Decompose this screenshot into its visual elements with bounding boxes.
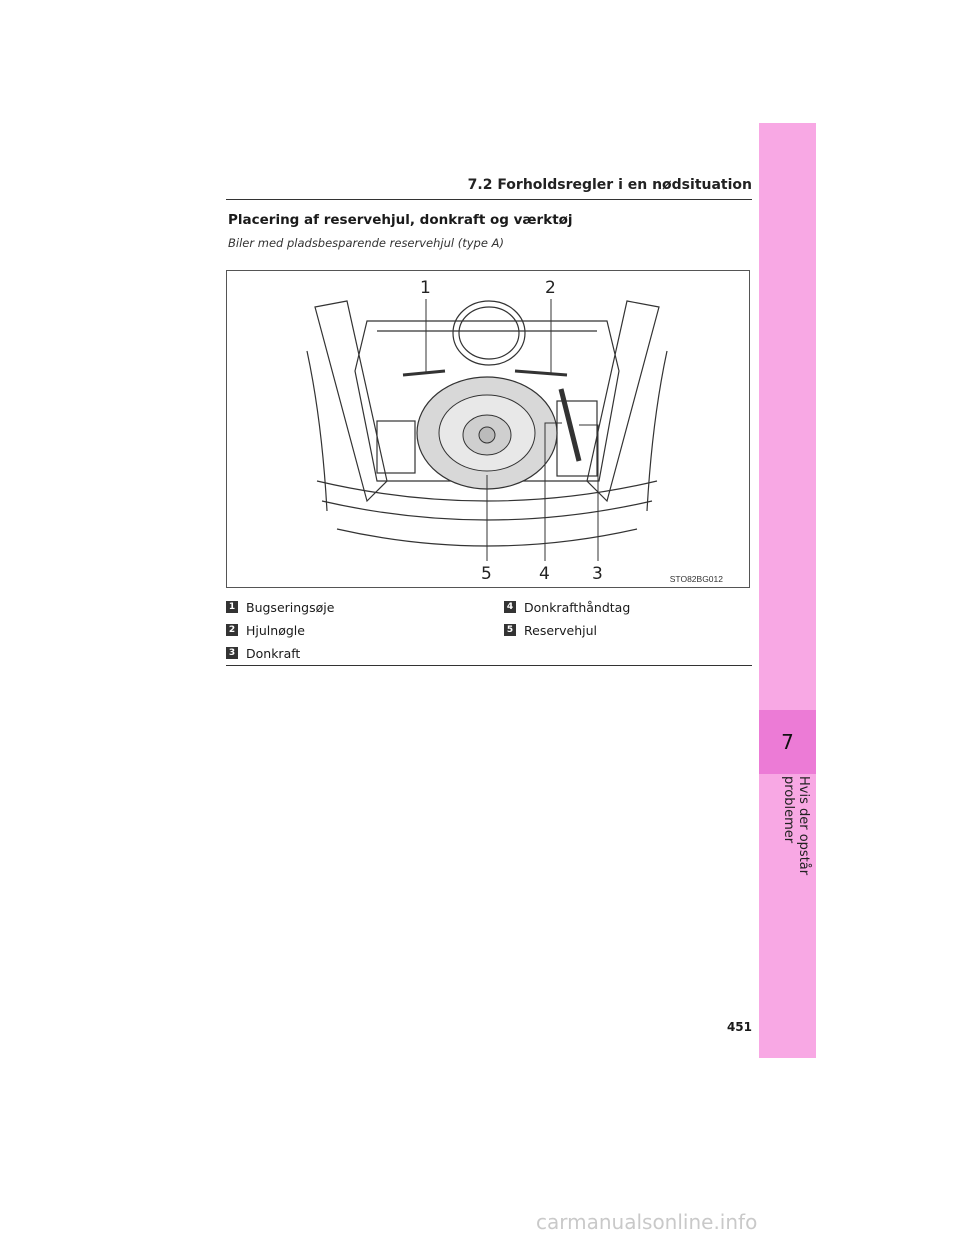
trunk-drawing: 1 2 3 4 5 [306, 278, 668, 584]
legend-label-4: Donkrafthåndtag [524, 599, 631, 615]
legend-item-5: 5 Reservehjul [504, 621, 597, 639]
chapter-number: 7 [781, 730, 794, 754]
figure-caption: Biler med pladsbesparende reservehjul (t… [228, 236, 504, 250]
callout-1: 1 [420, 278, 431, 298]
legend-number-2: 2 [226, 624, 238, 636]
figure-code: STO82BG012 [669, 574, 723, 584]
content-divider [226, 665, 752, 666]
chapter-title: Hvis der opstår problemer [781, 776, 811, 876]
callout-5: 5 [481, 564, 492, 584]
callout-2: 2 [545, 278, 556, 298]
legend-item-3: 3 Donkraft [226, 644, 300, 662]
header-divider [226, 199, 752, 200]
legend-label-3: Donkraft [246, 645, 301, 661]
legend-number-1: 1 [226, 601, 238, 613]
legend-item-2: 2 Hjulnøgle [226, 621, 305, 639]
legend-number-3: 3 [226, 647, 238, 659]
legend-item-4: 4 Donkrafthåndtag [504, 598, 630, 616]
section-header: 7.2 Forholdsregler i en nødsituation [467, 177, 752, 193]
page-number: 451 [726, 1020, 752, 1034]
callout-4: 4 [539, 564, 550, 584]
trunk-illustration: 1 2 3 4 5 STO82BG012 [226, 270, 750, 588]
callout-3: 3 [592, 564, 603, 584]
subsection-heading: Placering af reservehjul, donkraft og væ… [228, 212, 573, 228]
watermark: carmanualsonline.info [536, 1210, 758, 1234]
legend-number-5: 5 [504, 624, 516, 636]
chapter-number-box[interactable]: 7 [759, 710, 816, 774]
legend-label-2: Hjulnøgle [246, 622, 305, 638]
chapter-side-tab [759, 123, 816, 1058]
legend-number-4: 4 [504, 601, 516, 613]
legend-item-1: 1 Bugseringsøje [226, 598, 334, 616]
legend-label-5: Reservehjul [524, 622, 598, 638]
legend-label-1: Bugseringsøje [246, 599, 335, 615]
